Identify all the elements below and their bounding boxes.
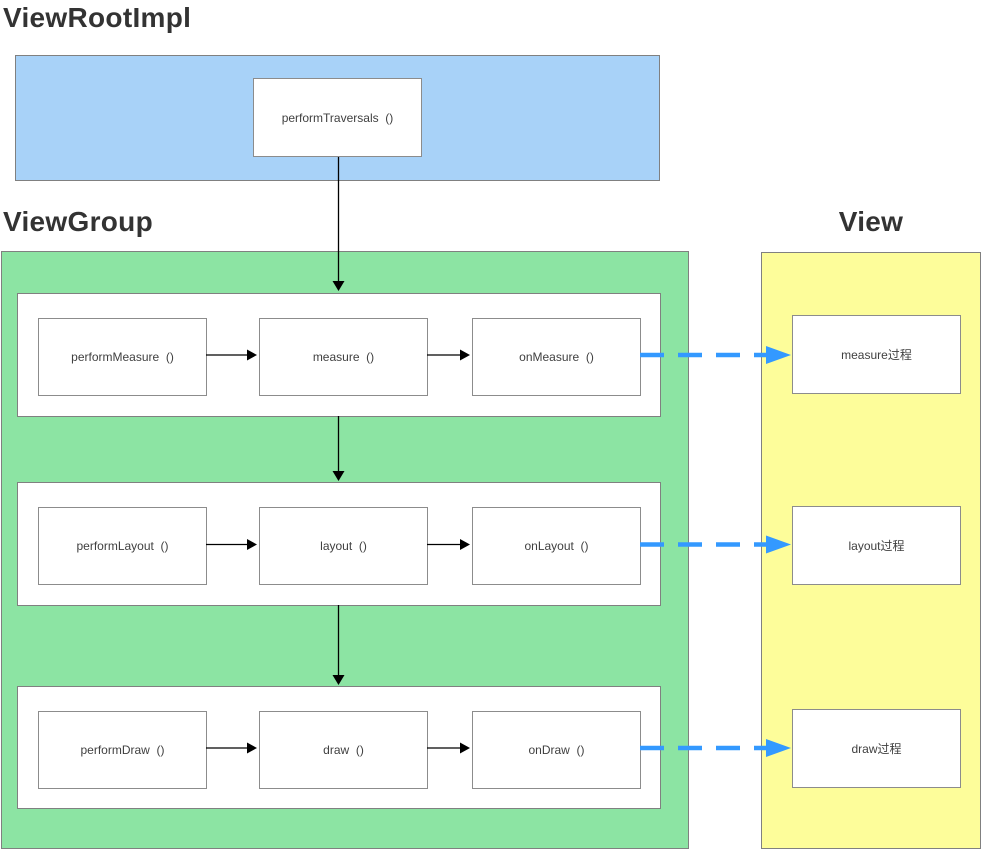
viewgroup-title: ViewGroup — [3, 206, 153, 237]
on-draw-box: onDraw () — [472, 711, 641, 789]
on-layout-box: onLayout () — [472, 507, 641, 585]
on-measure-box: onMeasure () — [472, 318, 641, 396]
layout-process-box: layout过程 — [792, 506, 961, 585]
layout-label: layout () — [320, 539, 367, 553]
view-title: View — [838, 206, 904, 237]
viewgroup-region: performMeasure () measure () onMeasure (… — [1, 251, 689, 849]
draw-row: performDraw () draw () onDraw () — [17, 686, 661, 809]
draw-process-label: draw过程 — [851, 742, 902, 756]
layout-box: layout () — [259, 507, 428, 585]
measure-label: measure () — [312, 350, 375, 364]
perform-layout-label: performLayout () — [76, 539, 169, 553]
draw-box: draw () — [259, 711, 428, 789]
on-draw-label: onDraw () — [528, 743, 585, 757]
perform-measure-box: performMeasure () — [38, 318, 207, 396]
viewrootimpl-title: ViewRootImpl — [3, 2, 192, 33]
layout-row: performLayout () layout () onLayout () — [17, 482, 661, 606]
measure-process-box: measure过程 — [792, 315, 961, 394]
perform-traversals-box: performTraversals () — [253, 78, 422, 157]
view-region: measure过程 layout过程 draw过程 — [761, 252, 981, 849]
on-measure-label: onMeasure () — [519, 350, 594, 364]
perform-draw-box: performDraw () — [38, 711, 207, 789]
viewrootimpl-region: performTraversals () — [15, 55, 660, 181]
layout-process-label: layout过程 — [848, 539, 905, 553]
on-layout-label: onLayout () — [524, 539, 589, 553]
perform-traversals-label: performTraversals () — [281, 110, 394, 125]
perform-measure-label: performMeasure () — [71, 350, 174, 364]
draw-process-box: draw过程 — [792, 709, 961, 788]
perform-draw-label: performDraw () — [80, 743, 165, 757]
measure-row: performMeasure () measure () onMeasure (… — [17, 293, 661, 417]
measure-process-label: measure过程 — [841, 348, 912, 362]
measure-box: measure () — [259, 318, 428, 396]
draw-label: draw () — [323, 743, 364, 757]
perform-layout-box: performLayout () — [38, 507, 207, 585]
